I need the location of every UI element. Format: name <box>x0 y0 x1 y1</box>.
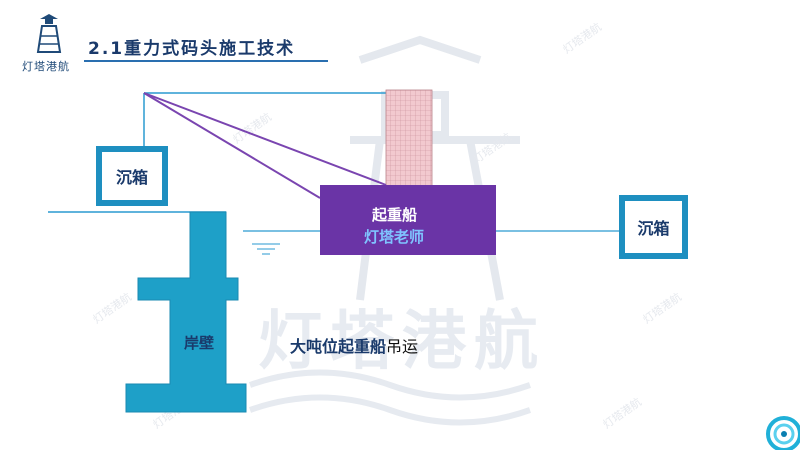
wall-label: 岸壁 <box>184 334 215 352</box>
logo-text: 灯塔港航 <box>22 60 70 73</box>
lighthouse-logo-icon <box>36 14 62 53</box>
crane-ship-label: 起重船 <box>372 206 418 224</box>
swirl-logo-icon <box>766 416 800 450</box>
caption-bold: 大吨位起重船 <box>290 337 387 356</box>
caption: 大吨位起重船吊运 <box>290 333 418 357</box>
crane-ship-sublabel: 灯塔老师 <box>364 228 425 246</box>
watermark-text: 灯塔港航 <box>258 305 546 379</box>
page-title: 2.1重力式码头施工技术 <box>88 39 296 59</box>
crane-ship: 起重船 灯塔老师 <box>320 185 496 255</box>
right-caisson: 沉箱 <box>619 195 688 259</box>
title-underline <box>84 60 328 62</box>
caption-rest: 吊运 <box>386 337 419 356</box>
right-caisson-label: 沉箱 <box>637 219 670 238</box>
left-caisson: 沉箱 <box>96 146 168 206</box>
left-caisson-label: 沉箱 <box>115 168 148 187</box>
